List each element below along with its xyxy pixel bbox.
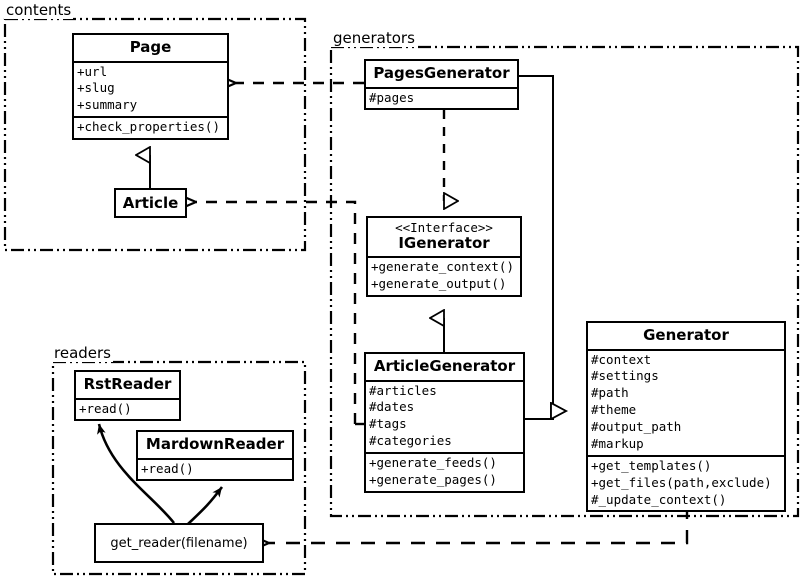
attribute-row: #settings	[591, 368, 659, 384]
attribute-row: #output_path	[591, 419, 682, 434]
class-name-articlegenerator: ArticleGenerator	[373, 357, 516, 375]
class-box-mardownreader[interactable]: MardownReader +read()	[136, 430, 294, 482]
operation-row: +get_templates()	[591, 457, 712, 473]
attribute-row: +url	[77, 63, 108, 79]
class-name-generator: Generator	[643, 326, 729, 344]
package-label-readers: readers	[52, 344, 113, 362]
attribute-row: +slug	[77, 80, 115, 96]
operation-row: +generate_feeds()	[369, 455, 497, 470]
class-box-pagesgenerator[interactable]: PagesGenerator #pages	[364, 59, 519, 111]
operation-row: +check_properties()	[77, 119, 220, 135]
class-attributes-page: +url +slug +summary	[74, 60, 227, 117]
class-box-generator[interactable]: Generator #context #settings #path #them…	[586, 321, 786, 513]
class-name-igenerator: IGenerator	[398, 234, 490, 253]
class-attributes-pagesgenerator: #pages	[366, 86, 517, 109]
operation-row: +generate_output()	[371, 275, 507, 291]
attribute-row: +summary	[77, 97, 138, 113]
operation-row: +generate_context()	[371, 258, 514, 274]
operation-row: +read()	[141, 460, 194, 476]
attribute-row: #pages	[369, 89, 415, 105]
function-label-get-reader: get_reader(filename)	[110, 535, 248, 551]
class-attributes-articlegenerator: #articles #dates #tags #categories	[366, 379, 523, 453]
class-operations-mardownreader: +read()	[138, 457, 292, 480]
attribute-row: #context	[591, 351, 652, 367]
relation-articlegenerator-to-article	[196, 202, 364, 426]
operation-row: +get_files(path,exclude)	[591, 474, 772, 490]
class-box-article[interactable]: Article	[114, 188, 187, 218]
operation-row: +read()	[79, 400, 132, 416]
class-box-page[interactable]: Page +url +slug +summary +check_properti…	[72, 33, 229, 140]
attribute-row: #articles	[369, 382, 437, 398]
attribute-row: #dates	[369, 399, 415, 415]
class-name-rstreader: RstReader	[83, 375, 172, 393]
attribute-row: #categories	[369, 433, 452, 449]
class-operations-generator: +get_templates() +get_files(path,exclude…	[588, 454, 784, 511]
class-operations-articlegenerator: +generate_feeds() +generate_pages()	[366, 452, 523, 491]
class-operations-page: +check_properties()	[74, 116, 227, 138]
class-box-rstreader[interactable]: RstReader +read()	[74, 370, 181, 422]
class-name-pagesgenerator: PagesGenerator	[373, 64, 510, 82]
class-box-igenerator[interactable]: <<Interface>> IGenerator +generate_conte…	[366, 216, 522, 297]
class-operations-rstreader: +read()	[76, 397, 179, 420]
function-box-get-reader[interactable]: get_reader(filename)	[94, 523, 264, 563]
attribute-row: #tags	[369, 416, 407, 432]
attribute-row: #theme	[591, 402, 637, 418]
operation-row: #_update_context()	[591, 491, 727, 507]
class-box-articlegenerator[interactable]: ArticleGenerator #articles #dates #tags …	[364, 352, 525, 493]
package-label-contents: contents	[4, 1, 74, 19]
class-name-article: Article	[122, 193, 179, 212]
attribute-row: #markup	[591, 435, 644, 451]
class-attributes-generator: #context #settings #path #theme #output_…	[588, 348, 784, 455]
relation-getreader-to-mardownreader	[187, 486, 224, 525]
operation-row: +generate_pages()	[369, 471, 497, 487]
class-name-page: Page	[129, 38, 172, 56]
relation-pagesgenerator-to-generator	[519, 75, 566, 411]
class-operations-igenerator: +generate_context() +generate_output()	[368, 255, 520, 295]
relation-articlegenerator-to-generator	[525, 411, 566, 420]
class-stereotype-igenerator: <<Interface>>	[395, 220, 493, 235]
attribute-row: #path	[591, 385, 629, 401]
package-label-generators: generators	[331, 29, 417, 47]
class-name-mardownreader: MardownReader	[145, 435, 285, 453]
